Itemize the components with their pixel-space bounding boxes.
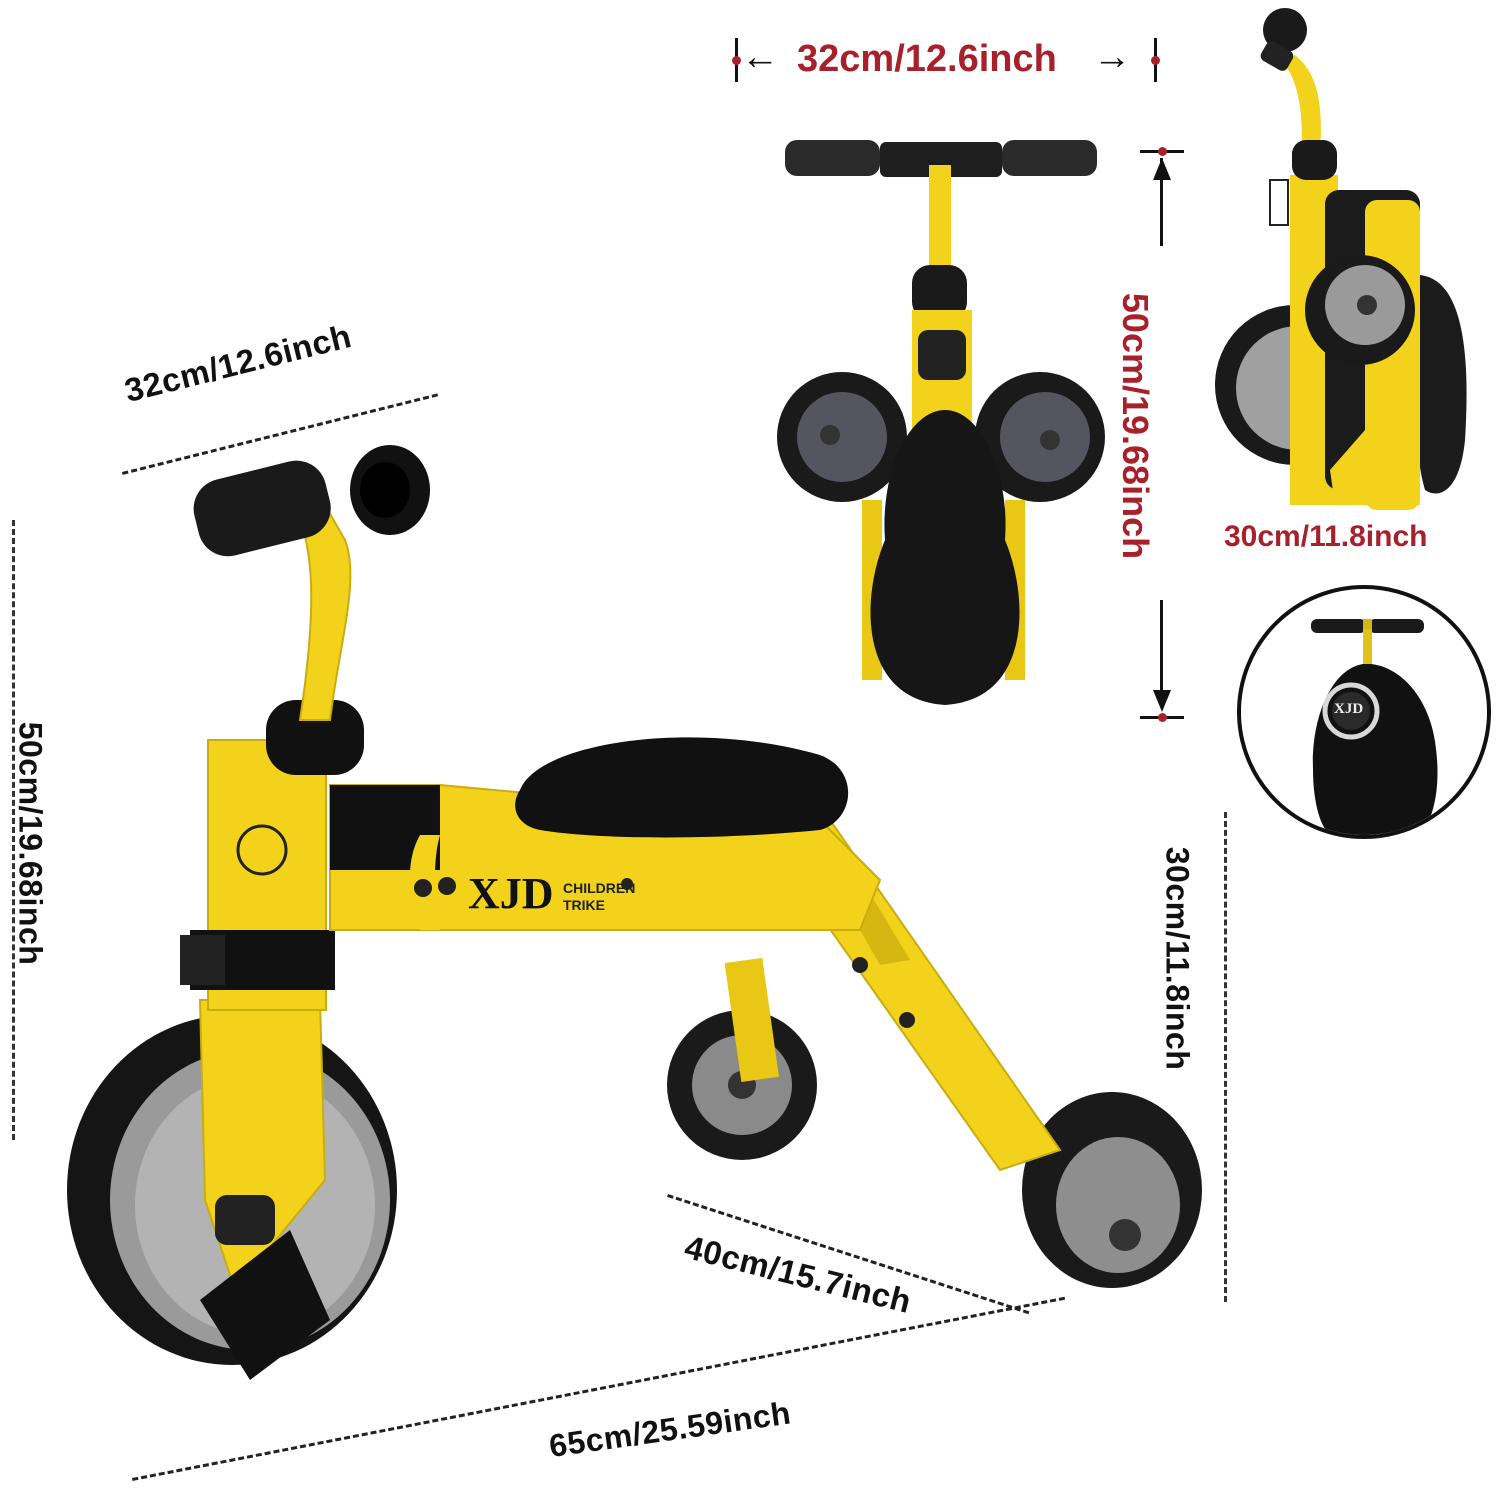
total-height-line	[12, 520, 15, 1140]
brand-subtitle-line2: TRIKE	[563, 897, 605, 913]
brand-logo-xjd: XJD	[468, 869, 554, 918]
top-width-dimension: ← → 32cm/12.6inch	[732, 36, 1160, 82]
bag-logo: XJD	[1334, 701, 1364, 717]
folded-width-label: 30cm/11.8inch	[1224, 520, 1428, 553]
seat-height-line	[1224, 812, 1227, 1302]
top-width-label: 32cm/12.6inch	[797, 38, 1057, 80]
top-height-dimension: 50cm/19.68inch	[1115, 147, 1184, 722]
rear-wheel-front	[1022, 1092, 1202, 1288]
brand-subtitle-line1: CHILDREN	[563, 880, 636, 896]
arrow-left-icon: ←	[741, 36, 779, 78]
handlebar-grips	[193, 445, 430, 557]
storage-bag-inset: XJD	[1237, 585, 1491, 839]
storage-bag-illustration	[1311, 619, 1438, 835]
arrow-right-icon: →	[1093, 36, 1131, 78]
